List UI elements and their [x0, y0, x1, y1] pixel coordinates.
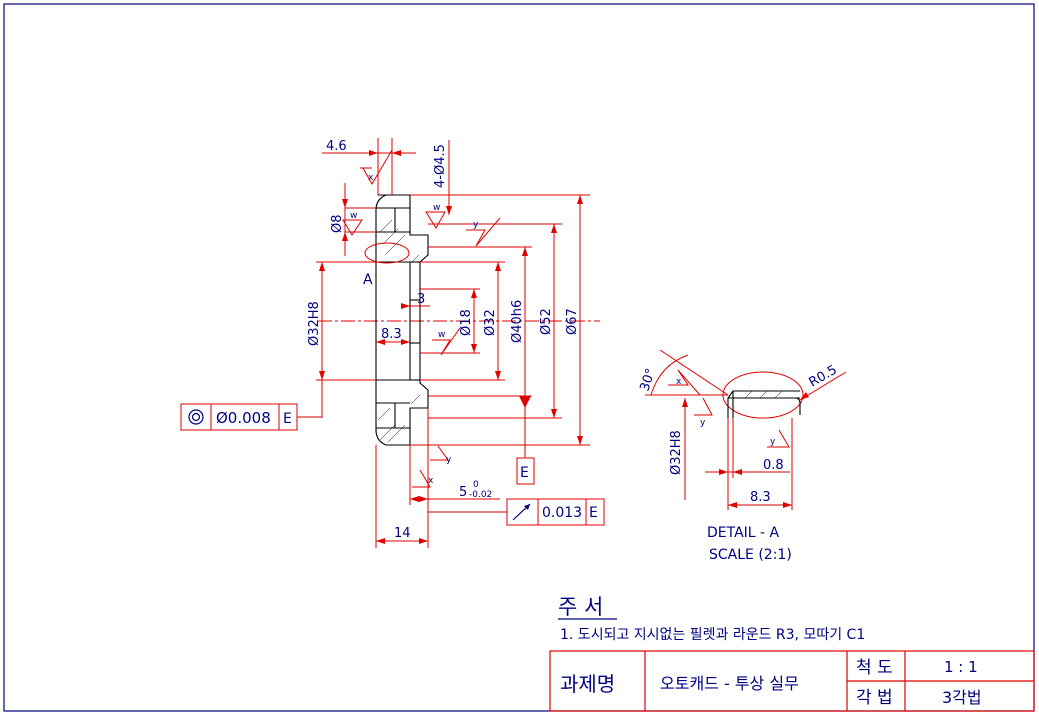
dim-4-6: 4.6: [326, 139, 347, 154]
detail-dim-8-3: 8.3: [750, 490, 771, 505]
datum-e-box: E: [516, 457, 535, 485]
svg-text:x: x: [428, 476, 434, 486]
dim-d67: Ø67: [565, 308, 580, 335]
dim-14: 14: [394, 526, 411, 541]
svg-text:y: y: [700, 418, 706, 428]
dim-8-3: 8.3: [381, 327, 402, 342]
title-label-projection: 각 법: [856, 688, 893, 708]
dim-5-tol-upper: 0: [473, 480, 479, 490]
detail-bore: Ø32H8: [669, 430, 684, 475]
gdt-concentricity-frame: Ø0.008 E: [180, 395, 323, 431]
dim-d40h6: Ø40h6: [510, 300, 525, 343]
title-block: 과제명 오토캐드 - 투상 실무 척 도 1 : 1 각 법 3각법: [549, 650, 1035, 712]
dim-d32h8: Ø32H8: [307, 301, 322, 346]
dim-d52: Ø52: [539, 308, 554, 335]
dim-hole-pattern: 4-Ø4.5: [433, 144, 448, 188]
detail-a-view: 30° R0.5 Ø32H8 0.8 8.3 x y y DETAIL - A …: [638, 349, 847, 563]
dim-5-tol-lower: -0.02: [469, 490, 492, 500]
title-label-scale: 척 도: [856, 658, 893, 678]
dimensions-main: 4.6 4-Ø4.5 Ø8 Ø32H8 8.3 3 Ø18: [307, 138, 590, 548]
sheet-frame: [3, 3, 1035, 712]
detail-scale: SCALE (2:1): [709, 547, 792, 563]
dim-d32: Ø32: [483, 309, 498, 336]
gdt-concentricity-value: Ø0.008: [216, 409, 271, 427]
notes-block: 주 서 1. 도시되고 지시없는 필렛과 라운드 R3, 모따기 C1: [558, 595, 865, 643]
svg-text:w: w: [438, 330, 445, 340]
gdt-concentricity-datum: E: [283, 411, 292, 427]
detail-title: DETAIL - A: [707, 525, 780, 541]
svg-text:w: w: [433, 203, 440, 213]
svg-text:x: x: [368, 173, 374, 183]
svg-text:y: y: [473, 220, 479, 230]
dim-5: 5: [459, 485, 467, 500]
part-section-view: [318, 194, 600, 446]
svg-text:w: w: [350, 211, 357, 221]
title-value-scale: 1 : 1: [944, 658, 978, 676]
detail-angle: 30°: [638, 367, 659, 394]
notes-line-1: 1. 도시되고 지시없는 필렛과 라운드 R3, 모따기 C1: [560, 627, 865, 643]
surface-finish-symbols: x w w y w y x: [342, 149, 501, 488]
detail-a-callout: [364, 242, 410, 264]
detail-dim-0-8: 0.8: [763, 458, 784, 473]
svg-text:y: y: [446, 455, 452, 465]
dim-d8: Ø8: [330, 214, 345, 233]
dim-3: 3: [417, 292, 425, 307]
svg-text:y: y: [770, 437, 776, 447]
gdt-runout-value: 0.013: [542, 505, 582, 521]
gdt-runout-frame: 0.013 E: [428, 498, 605, 526]
dim-d18: Ø18: [459, 309, 474, 336]
datum-e-label: E: [520, 465, 529, 481]
notes-heading: 주 서: [558, 595, 603, 619]
svg-text:x: x: [676, 377, 682, 387]
title-value-projection: 3각법: [942, 688, 982, 707]
gdt-runout-datum: E: [589, 505, 598, 521]
title-label-name: 과제명: [560, 672, 615, 696]
label-a: A: [363, 272, 373, 288]
title-value-name: 오토캐드 - 투상 실무: [660, 674, 799, 693]
